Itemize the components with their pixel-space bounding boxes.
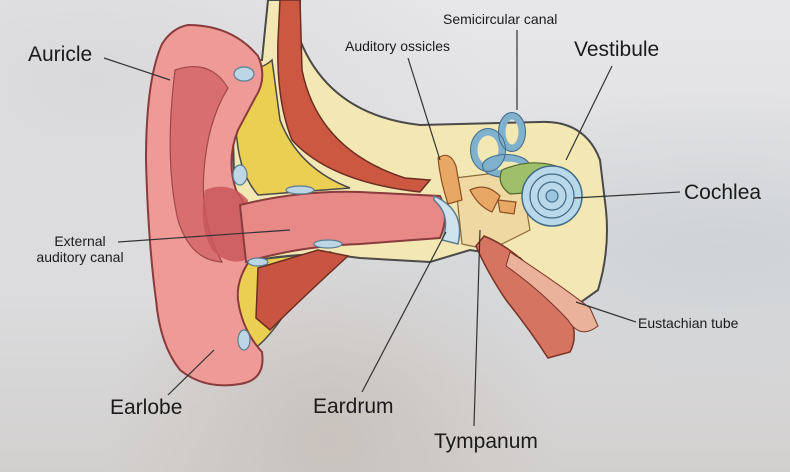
label-external-auditory-canal-line1: External: [54, 233, 106, 249]
label-tympanum: Tympanum: [434, 430, 538, 453]
label-eustachian-tube: Eustachian tube: [638, 315, 739, 331]
label-earlobe: Earlobe: [110, 396, 183, 419]
label-semicircular-canal: Semicircular canal: [443, 11, 558, 27]
ossicles: [437, 154, 517, 215]
canal-cartilage: [232, 66, 343, 351]
fat-layer-upper: [235, 58, 351, 196]
leader-lines: [103, 30, 681, 427]
label-cochlea: Cochlea: [684, 181, 762, 204]
cochlea-shape: [521, 165, 583, 227]
label-auditory-ossicles: Auditory ossicles: [345, 38, 451, 54]
label-vestibule: Vestibule: [574, 38, 660, 61]
muscle-band-upper: [277, 0, 432, 193]
label-auricle: Auricle: [28, 43, 93, 66]
concha: [202, 186, 250, 262]
muscle-band-lower: [255, 249, 350, 332]
eardrum-shape: [433, 194, 461, 245]
label-external-auditory-canal: External auditory canal: [22, 233, 138, 265]
eustachian-tube-muscle: [505, 251, 599, 333]
label-external-auditory-canal-line2: auditory canal: [36, 249, 124, 266]
label-eardrum: Eardrum: [313, 395, 394, 418]
